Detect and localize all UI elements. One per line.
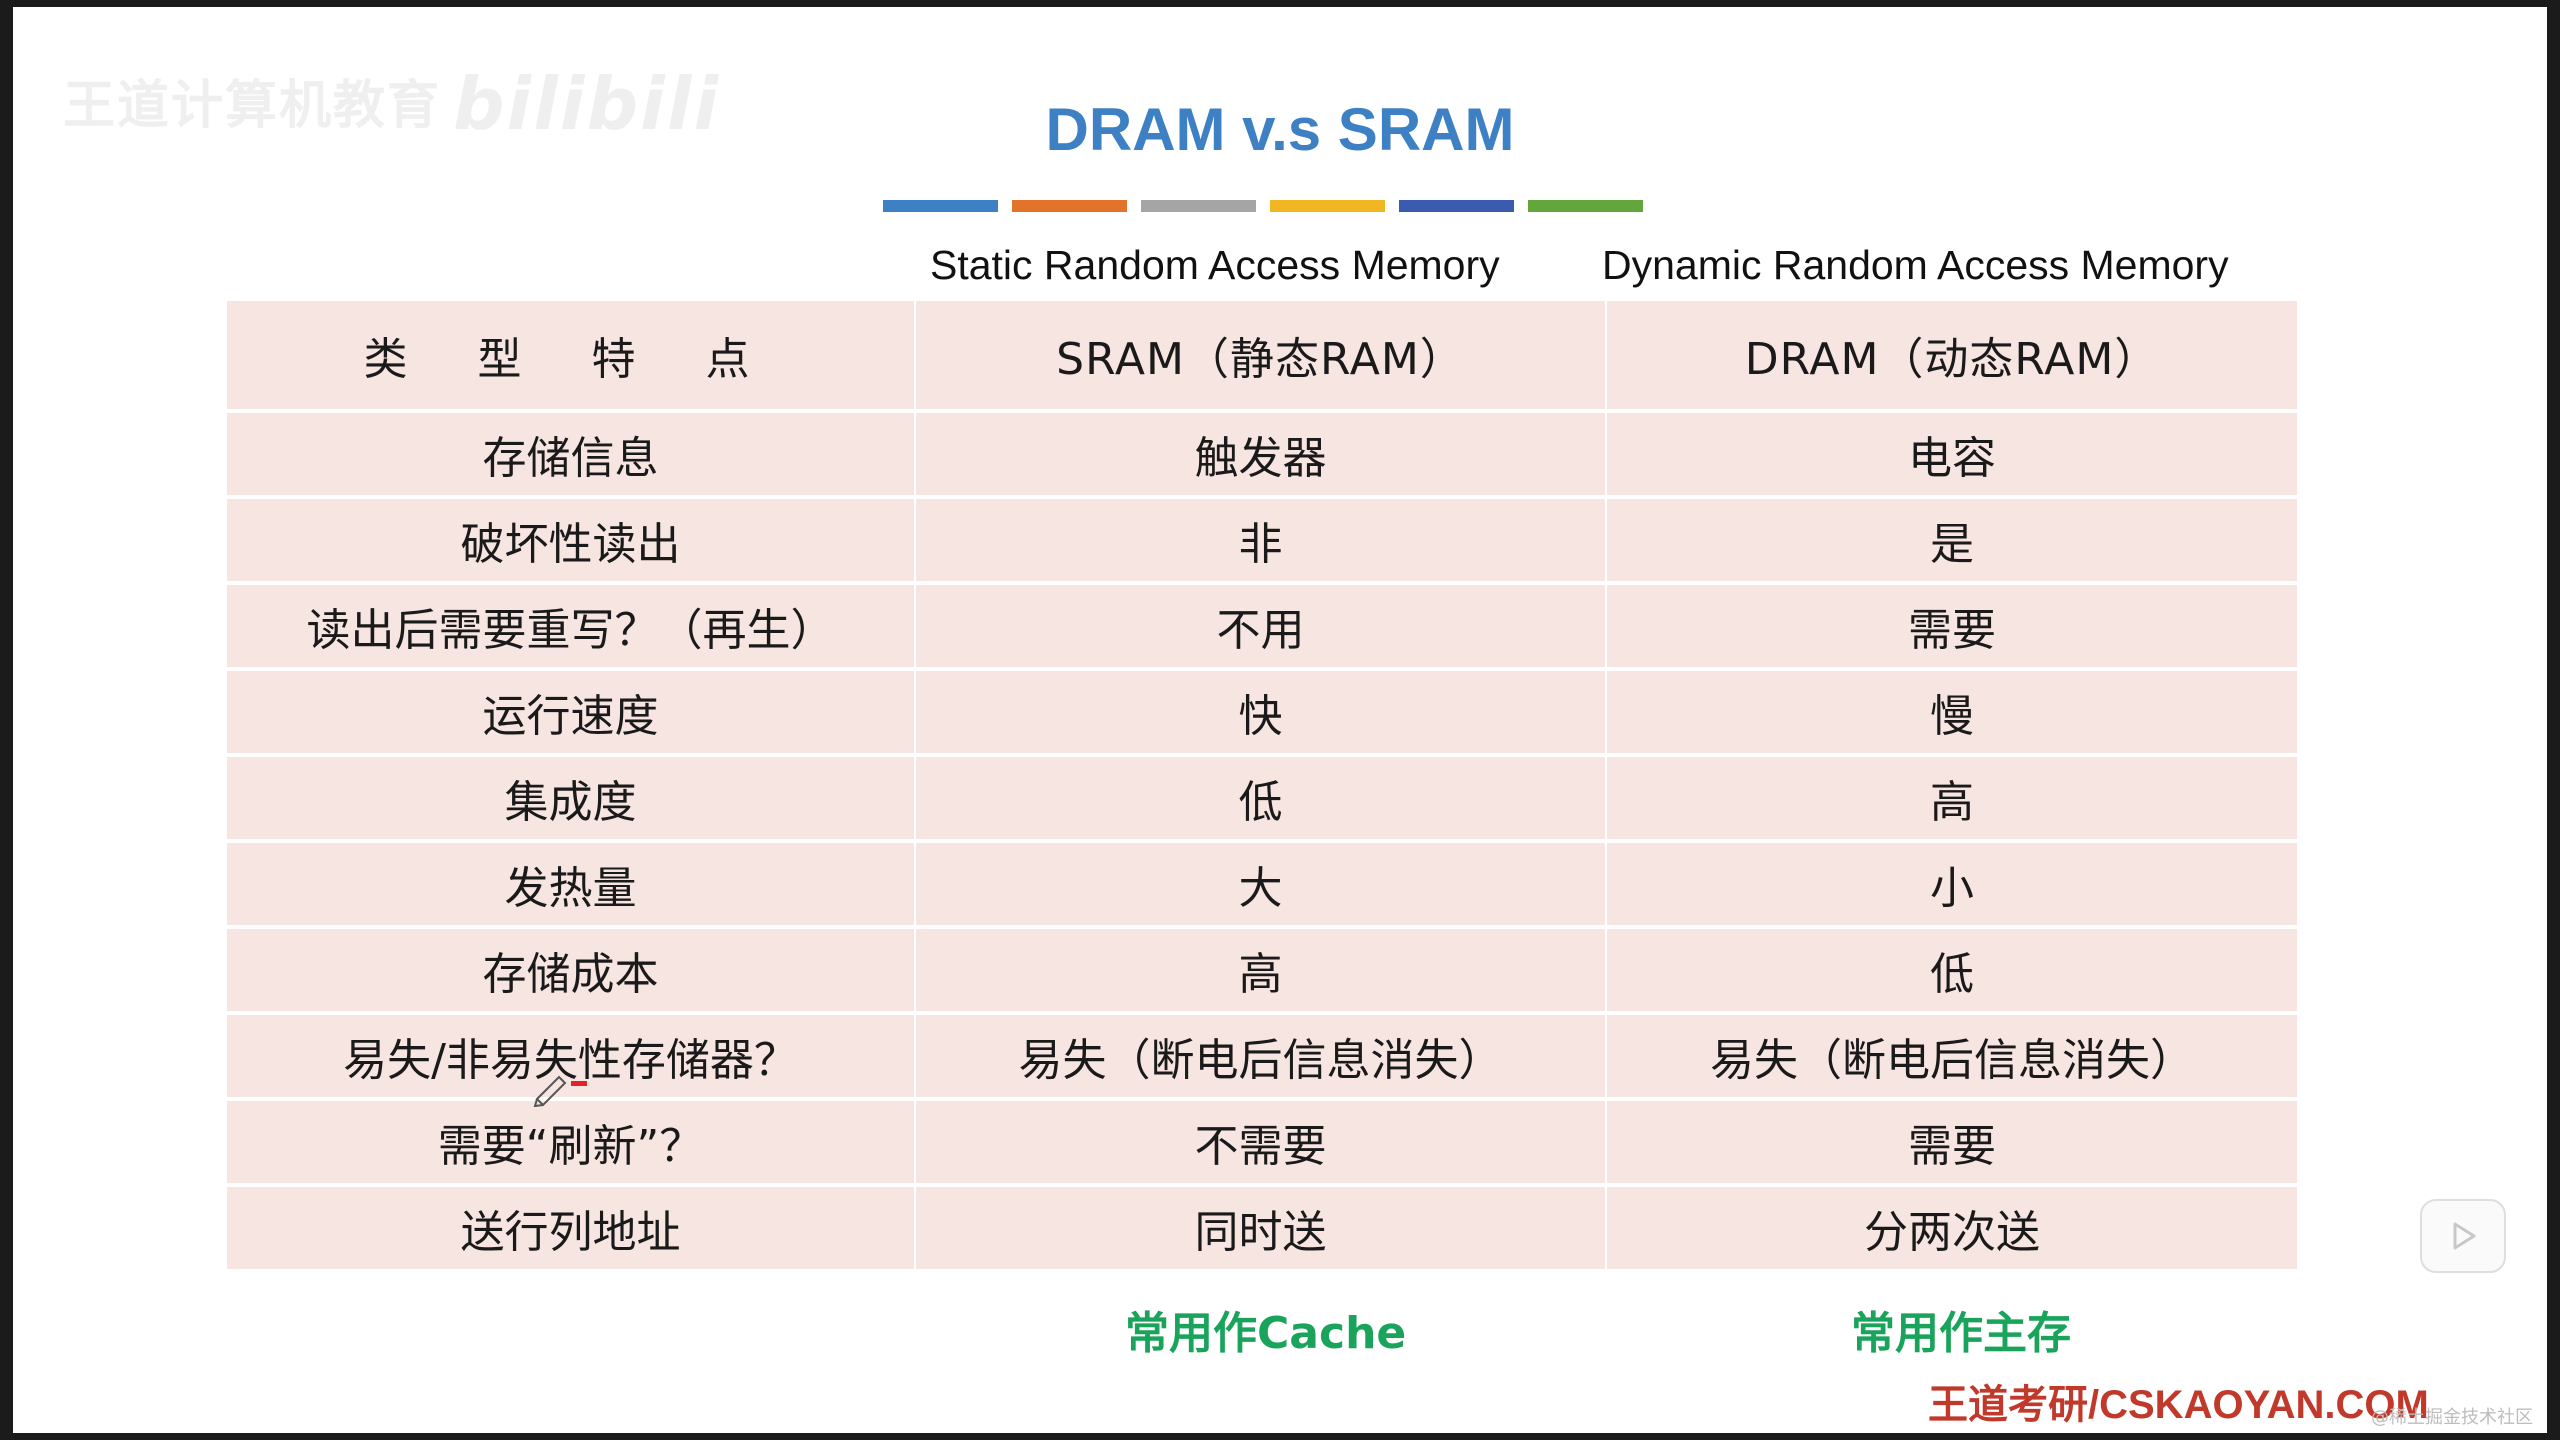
caption-sram: Static Random Access Memory [930,242,1500,288]
table-cell-sram: 快 [916,671,1605,753]
table-row-label: 送行列地址 [227,1187,914,1269]
table-row-label: 发热量 [227,843,914,925]
accent-bar-3 [1141,200,1256,212]
table-cell-dram: 电容 [1607,413,2297,495]
table-row-label: 易失/非易失性存储器？ [227,1015,914,1097]
watermark-text: 王道计算机教育 [63,76,442,136]
play-button[interactable] [2420,1199,2506,1273]
table-cell-dram: 慢 [1607,671,2297,753]
table-row-label: 运行速度 [227,671,914,753]
table-row-label: 读出后需要重写？（再生） [227,585,914,667]
pen-icon [533,1075,587,1107]
caption-dram: Dynamic Random Access Memory [1602,242,2229,288]
header-cell-sram: SRAM（静态RAM） [916,301,1605,409]
table-cell-sram: 低 [916,757,1605,839]
table-cell-sram: 同时送 [916,1187,1605,1269]
table-row-label: 集成度 [227,757,914,839]
play-icon [2453,1222,2476,1250]
table-cell-sram: 不需要 [916,1101,1605,1183]
table-cell-sram: 大 [916,843,1605,925]
table-row-label: 需要“刷新”？ [227,1101,914,1183]
accent-bar-5 [1399,200,1514,212]
slide-title: DRAM v.s SRAM [1045,96,1515,163]
table-row-label: 破坏性读出 [227,499,914,581]
table-cell-dram: 是 [1607,499,2297,581]
accent-bar-2 [1012,200,1127,212]
watermark-brand: bilibili [453,62,721,146]
comparison-table: 类 型 特 点 SRAM（静态RAM） DRAM（动态RAM） 存储信息 触发器… [227,301,2297,1269]
usage-dram: 常用作主存 [1851,1308,2071,1359]
accent-bar-6 [1528,200,1643,212]
header-cell-type: 类 型 特 点 [227,301,914,409]
footer-brand: 王道考研/CSKAOYAN.COM [1928,1383,2429,1427]
table-cell-sram: 易失（断电后信息消失） [916,1015,1605,1097]
usage-sram: 常用作Cache [1125,1308,1407,1359]
table-cell-sram: 非 [916,499,1605,581]
table-cell-dram: 高 [1607,757,2297,839]
table-cell-dram: 分两次送 [1607,1187,2297,1269]
table-cell-dram: 易失（断电后信息消失） [1607,1015,2297,1097]
accent-bar-4 [1270,200,1385,212]
table-row-label: 存储信息 [227,413,914,495]
table-cell-dram: 低 [1607,929,2297,1011]
footer-credit: @稀土掘金技术社区 [2371,1407,2533,1428]
accent-bar-1 [883,200,998,212]
table-cell-dram: 需要 [1607,1101,2297,1183]
table-cell-dram: 小 [1607,843,2297,925]
table-cell-sram: 高 [916,929,1605,1011]
table-cell-sram: 触发器 [916,413,1605,495]
table-cell-dram: 需要 [1607,585,2297,667]
header-cell-dram: DRAM（动态RAM） [1607,301,2297,409]
table-cell-sram: 不用 [916,585,1605,667]
table-row-label: 存储成本 [227,929,914,1011]
accent-color-bars [883,200,1643,212]
